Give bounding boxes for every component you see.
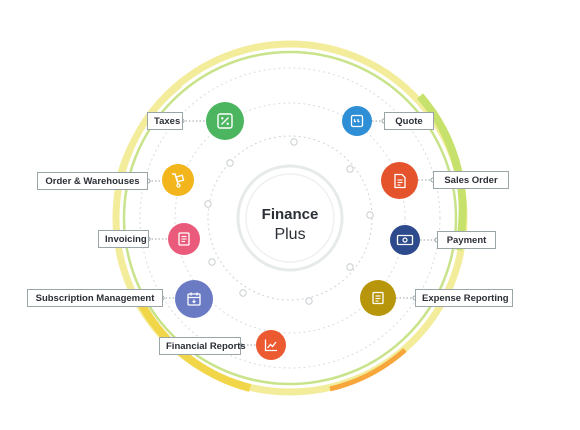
- center-subtitle: Plus: [274, 226, 306, 243]
- ring-accent-green: [416, 93, 467, 251]
- module-financial-reports[interactable]: [256, 330, 286, 360]
- module-order-warehouses[interactable]: [162, 164, 194, 196]
- label-quote[interactable]: Quote: [384, 112, 434, 130]
- module-sales-order[interactable]: [381, 162, 418, 199]
- center-ring-inner: [245, 173, 335, 263]
- payment-icon: [396, 234, 414, 246]
- invoice-icon: [178, 232, 190, 246]
- orbit-dots: [204, 138, 374, 305]
- label-order-warehouses[interactable]: Order & Warehouses: [37, 172, 148, 190]
- label-subscription-management[interactable]: Subscription Management: [27, 289, 163, 307]
- label-taxes[interactable]: Taxes: [147, 112, 183, 130]
- label-sales-order[interactable]: Sales Order: [433, 171, 509, 189]
- ring-accent-orange: [329, 348, 407, 392]
- sales-order-icon: [393, 173, 406, 188]
- orbit-ring-middle: [174, 102, 406, 334]
- quote-icon: [350, 114, 364, 128]
- percent-icon: [217, 113, 233, 129]
- outer-ring-inner: [122, 50, 458, 386]
- label-invoicing[interactable]: Invoicing: [98, 230, 149, 248]
- label-expense-reporting[interactable]: Expense Reporting: [415, 289, 513, 307]
- connectors: [148, 120, 437, 346]
- module-payment[interactable]: [390, 225, 420, 255]
- chart-icon: [264, 339, 277, 352]
- calendar-icon: [187, 292, 201, 306]
- center-title: Finance: [261, 206, 319, 223]
- ring-accent-pale: [117, 82, 182, 176]
- orbit-ring-outer: [139, 67, 441, 369]
- ring-accent-yellow: [138, 303, 252, 392]
- label-financial-reports[interactable]: Financial Reports: [159, 337, 246, 355]
- label-payment[interactable]: Payment: [437, 231, 496, 249]
- module-subscription-management[interactable]: [175, 280, 213, 318]
- delivery-icon: [172, 173, 185, 188]
- module-quote[interactable]: [342, 106, 372, 136]
- receipt-icon: [372, 291, 384, 305]
- module-taxes[interactable]: [206, 102, 244, 140]
- module-expense-reporting[interactable]: [360, 280, 396, 316]
- module-invoicing[interactable]: [168, 223, 200, 255]
